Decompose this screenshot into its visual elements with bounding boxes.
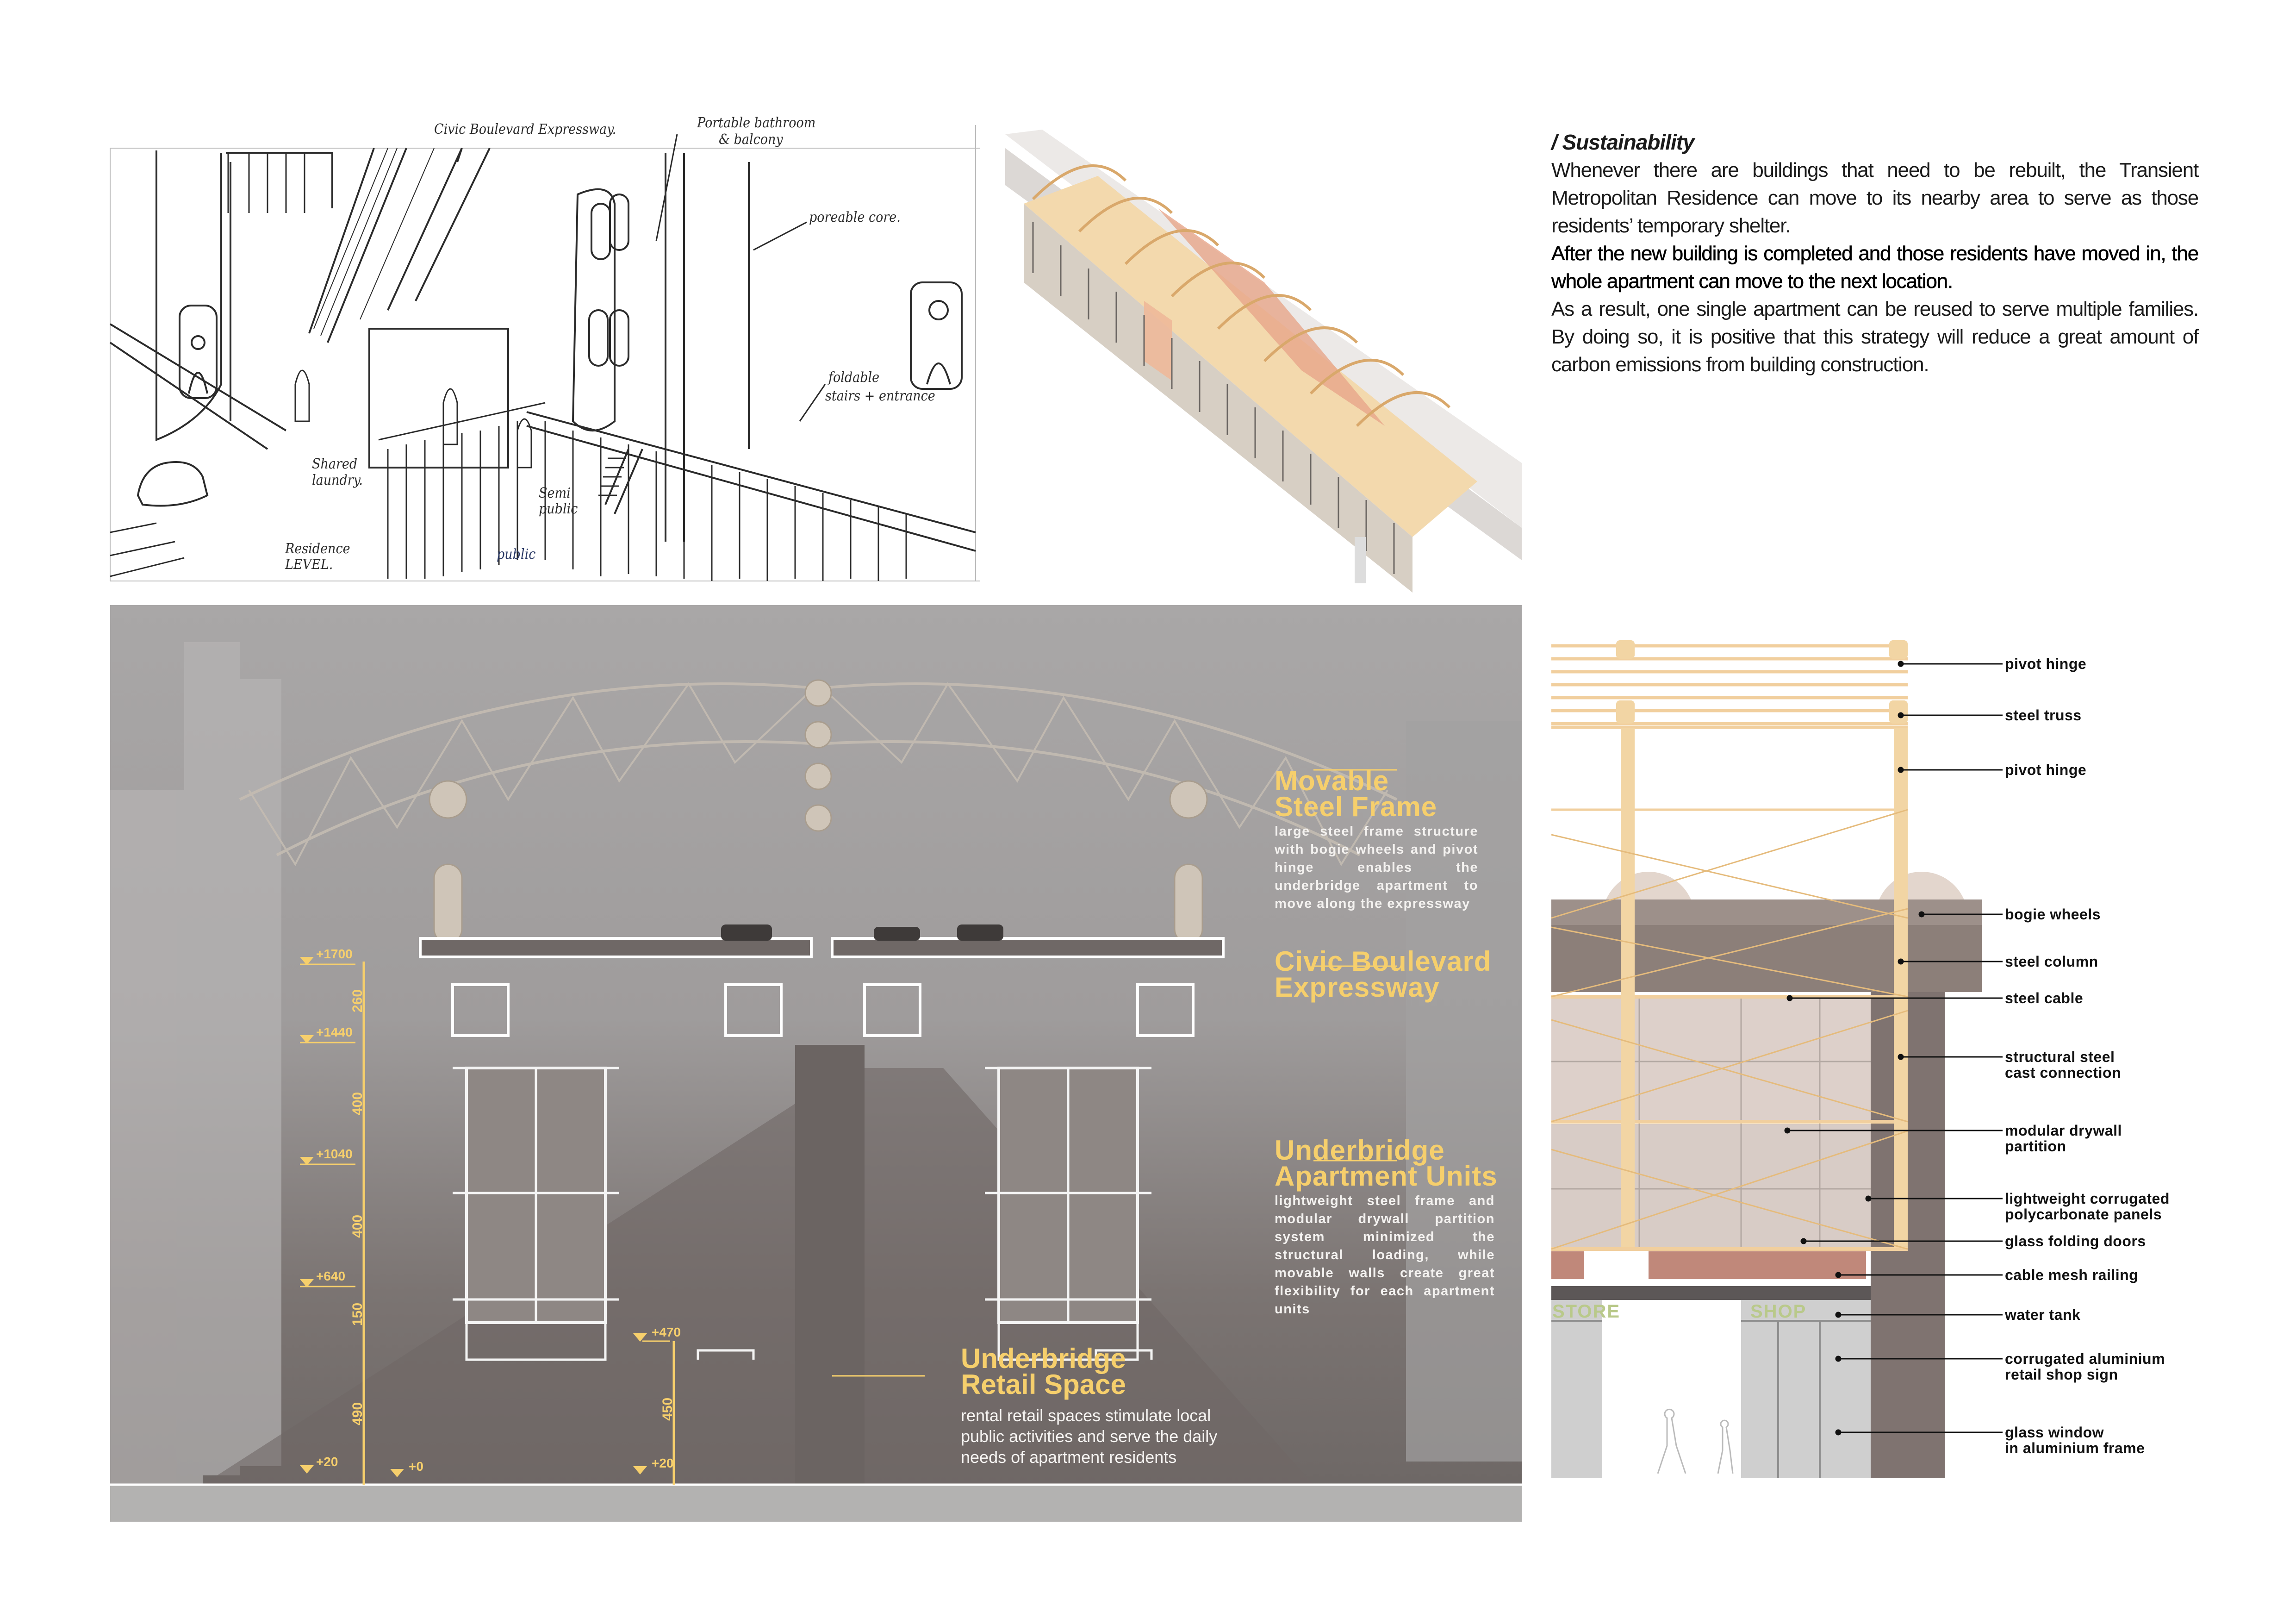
callout-text-retail-1: rental retail spaces stimulate local [961, 1406, 1211, 1425]
sustainability-paragraph-3: As a result, one single apartment can be… [1551, 298, 2199, 376]
level-marker-1040: +1040 [316, 1147, 353, 1161]
sustainability-text-block: / Sustainability Whenever there are buil… [1551, 130, 2199, 379]
sketch-label-foldable: foldable [828, 369, 880, 386]
sketch-label-public-2: public [539, 501, 578, 517]
level-marker-20-retail: +20 [652, 1456, 674, 1470]
callout-text-retail-3: needs of apartment residents [961, 1448, 1177, 1467]
cross-section-render: +1700 +1440 +1040 +640 +20 +0 +470 +20 2… [110, 605, 1522, 1522]
sketch-label-expressway: Civic Boulevard Expressway. [434, 121, 616, 137]
label-steel-truss: steel truss [2005, 707, 2082, 724]
sustainability-paragraph-2: After the new building is completed and … [1551, 242, 2199, 293]
level-marker-20: +20 [316, 1455, 338, 1469]
callout-title-retail-space: Retail Space [961, 1369, 1126, 1400]
label-drywall-partition: modular drywall partition [2005, 1122, 2122, 1155]
callout-title-civic-boulevard: Civic Boulevard [1275, 946, 1492, 977]
label-cast-connection: structural steel cast connection [2005, 1049, 2122, 1081]
level-marker-1700: +1700 [316, 947, 353, 961]
axonometric-render [1005, 130, 1522, 593]
level-marker-470: +470 [652, 1325, 681, 1339]
label-pivot-hinge-top: pivot hinge [2005, 656, 2087, 672]
dimension-260: 260 [350, 989, 366, 1013]
callout-title-apartment-units: Apartment Units [1275, 1161, 1498, 1192]
sketch-label-semi: Semi [539, 485, 571, 501]
label-glass-folding-doors: glass folding doors [2005, 1233, 2146, 1249]
callout-title-expressway: Expressway [1275, 972, 1440, 1003]
level-marker-1440: +1440 [316, 1025, 353, 1039]
sketch-label-public: public [497, 546, 536, 562]
callout-text-steel-frame: large steel frame structure with bogie w… [1275, 824, 1478, 911]
label-glass-window: glass window in aluminium frame [2005, 1424, 2145, 1456]
callout-title-steel-frame: Steel Frame [1275, 791, 1437, 822]
callout-text-retail-2: public activities and serve the daily [961, 1427, 1218, 1446]
label-polycarbonate-panels: lightweight corrugated polycarbonate pan… [2005, 1190, 2170, 1223]
dimension-490: 490 [350, 1402, 366, 1426]
shop-sign-store: STORE [1552, 1301, 1621, 1322]
sketch-label-bathroom: Portable bathroom [697, 115, 816, 131]
sketch-label-residence: Residence [285, 541, 350, 557]
perspective-sketch: Civic Boulevard Expressway. Portable bat… [109, 115, 980, 583]
shop-sign-shop: SHOP [1750, 1301, 1807, 1322]
sketch-label-core: poreable core. [809, 209, 901, 225]
callout-title-underbridge-retail: Underbridge [961, 1343, 1126, 1374]
label-steel-cable: steel cable [2005, 990, 2084, 1006]
level-marker-640: +640 [316, 1269, 346, 1283]
label-steel-column: steel column [2005, 953, 2098, 970]
section-drawing [110, 642, 1522, 1486]
sketch-label-shared: Shared [312, 456, 358, 472]
sketch-label-laundry: laundry. [312, 472, 363, 488]
elevation-drawing [1551, 640, 2003, 1478]
callout-title-movable: Movable [1275, 765, 1389, 796]
dimension-450: 450 [660, 1397, 676, 1421]
sketch-label-level: LEVEL. [285, 556, 333, 573]
label-water-tank: water tank [2005, 1306, 2081, 1323]
callout-title-underbridge-apartments: Underbridge [1275, 1135, 1445, 1166]
facade-elevation: STORE SHOP [1551, 640, 2014, 1492]
label-retail-shop-sign: corrugated aluminium retail shop sign [2005, 1350, 2165, 1383]
level-marker-0: +0 [409, 1459, 423, 1474]
label-cable-mesh-railing: cable mesh railing [2005, 1267, 2139, 1283]
sustainability-heading: / Sustainability [1551, 130, 1695, 154]
label-bogie-wheels: bogie wheels [2005, 906, 2101, 923]
callout-text-apartment-units: lightweight steel frame and modular dryw… [1275, 1193, 1495, 1317]
dimension-400-upper: 400 [350, 1092, 366, 1116]
sustainability-paragraph-1: Whenever there are buildings that need t… [1551, 159, 2199, 237]
sketch-label-balcony: & balcony [719, 131, 783, 148]
sketch-drawing [109, 125, 980, 581]
dimension-400-lower: 400 [350, 1214, 366, 1238]
axonometric-drawing [1005, 130, 1522, 593]
sketch-label-stairs: stairs + entrance [825, 388, 935, 404]
dimension-150: 150 [350, 1302, 366, 1326]
label-pivot-hinge-lower: pivot hinge [2005, 762, 2087, 778]
